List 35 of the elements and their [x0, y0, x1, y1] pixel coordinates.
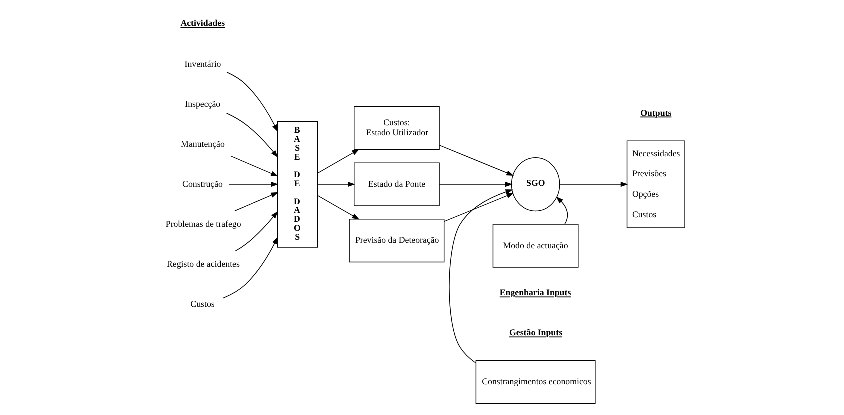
- node-box: Constrangimentos economicos: [475, 360, 596, 404]
- node-box: Necessidades Previsões Opções Custos: [626, 140, 685, 228]
- label: Actividades: [180, 18, 225, 28]
- arrow: [316, 182, 355, 188]
- arrow: [222, 236, 278, 299]
- arrow: [448, 190, 513, 364]
- node-text: Construção: [182, 178, 222, 189]
- arrow: [438, 145, 514, 176]
- label: Gestão Inputs: [509, 328, 562, 338]
- node-text: Registo de acidentes: [166, 258, 240, 269]
- node-text: Inventário: [184, 58, 221, 69]
- node-text: Custos: [190, 298, 214, 309]
- arrow: [316, 149, 360, 174]
- node-circle: SGO: [510, 158, 560, 212]
- arrow: [444, 193, 514, 222]
- arrow: [226, 113, 278, 158]
- arrow: [559, 182, 628, 188]
- arrow: [230, 156, 278, 177]
- node-text: Manutenção: [180, 138, 224, 149]
- arrow: [228, 182, 278, 188]
- node-box: BASE DE DADOS: [276, 121, 318, 248]
- node-text: Problemas de trafego: [165, 218, 241, 229]
- node-box: Previsão da Deteoração: [348, 218, 444, 263]
- node-box: Estado da Ponte: [354, 162, 440, 206]
- arrow: [226, 72, 278, 132]
- node-box: Custos: Estado Utilizador: [354, 106, 440, 150]
- arrow: [234, 211, 278, 252]
- arrow: [316, 195, 360, 220]
- arrow: [438, 182, 512, 188]
- node-box: Modo de actuação: [492, 224, 578, 268]
- label: Engenharia Inputs: [499, 288, 571, 298]
- label: Outputs: [640, 108, 672, 118]
- arrow: [234, 192, 278, 212]
- arrow: [556, 196, 568, 225]
- node-text: Inspecção: [184, 98, 220, 109]
